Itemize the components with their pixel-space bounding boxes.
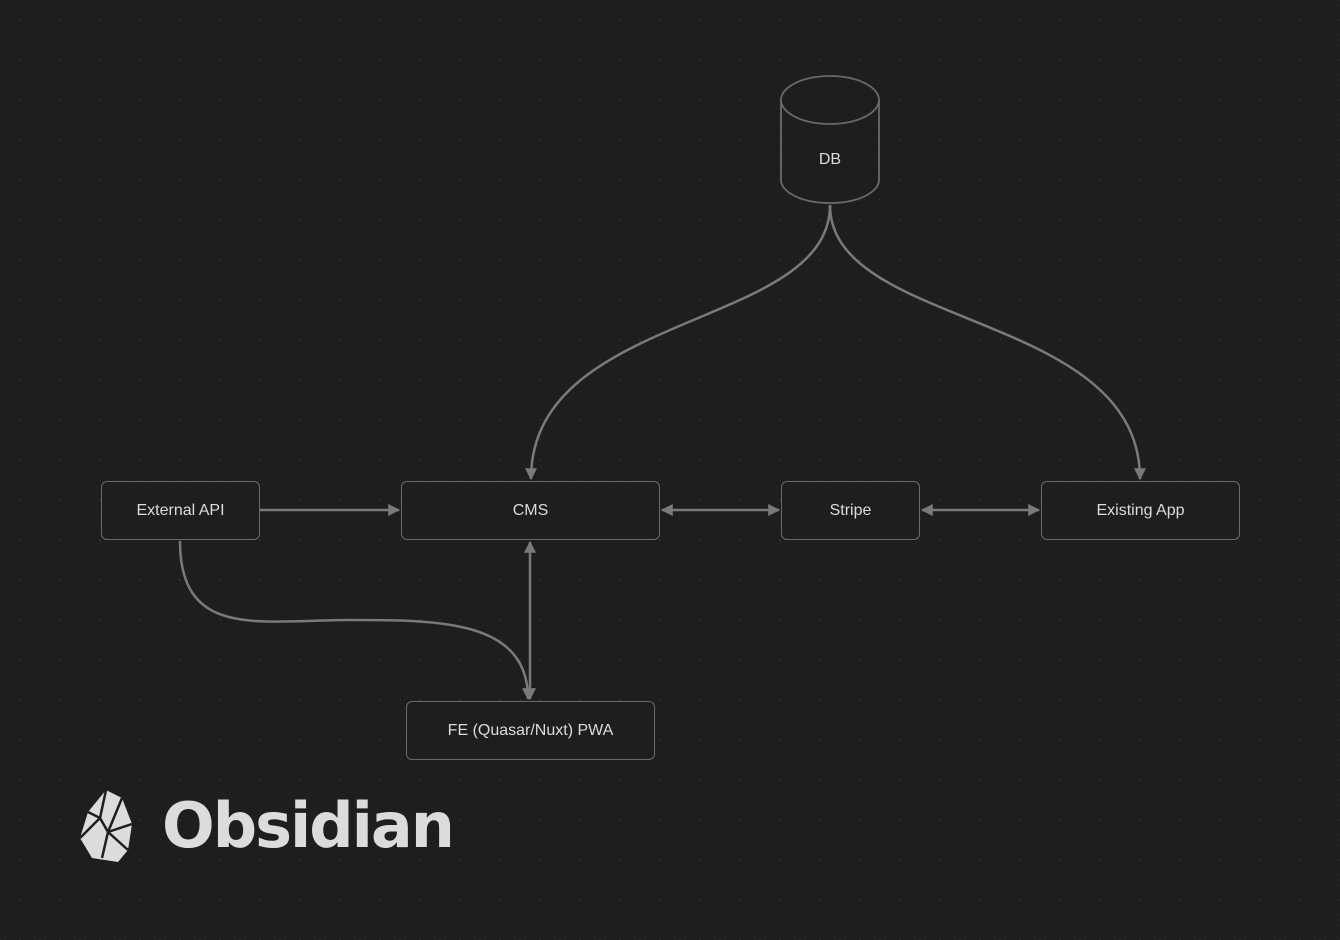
external-api-node[interactable]: External API xyxy=(101,481,260,540)
cms-label: CMS xyxy=(512,501,549,519)
db-cylinder-node[interactable] xyxy=(780,75,880,204)
existing-app-node[interactable]: Existing App xyxy=(1041,481,1240,540)
obsidian-branding: Obsidian xyxy=(78,788,455,864)
fe-node[interactable]: FE (Quasar/Nuxt) PWA xyxy=(406,701,655,760)
existing-app-label: Existing App xyxy=(1096,501,1185,519)
edge-db-to-cms[interactable] xyxy=(525,204,832,481)
cms-node[interactable]: CMS xyxy=(401,481,660,540)
fe-label: FE (Quasar/Nuxt) PWA xyxy=(447,721,614,739)
edge-db-to-existing-app[interactable] xyxy=(828,204,1146,481)
db-node-label: DB xyxy=(818,151,842,168)
obsidian-logo-icon xyxy=(79,789,133,862)
external-api-label: External API xyxy=(136,501,225,519)
stripe-node[interactable]: Stripe xyxy=(781,481,920,540)
obsidian-wordmark: Obsidian xyxy=(162,789,455,862)
stripe-label: Stripe xyxy=(829,501,872,519)
edge-external-api-to-fe[interactable] xyxy=(178,540,534,701)
